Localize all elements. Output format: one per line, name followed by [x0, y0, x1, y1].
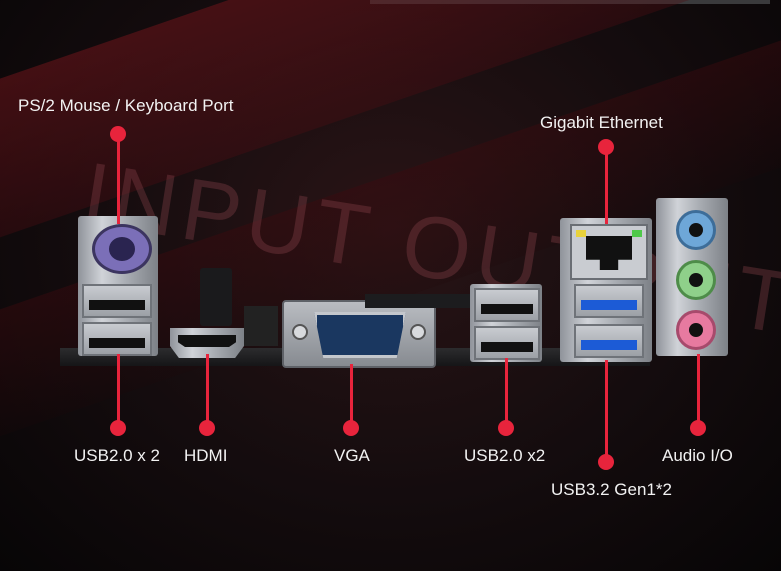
usb-port-icon	[474, 326, 540, 360]
callout-dot	[343, 420, 359, 436]
label-ps2: PS/2 Mouse / Keyboard Port	[18, 96, 234, 115]
usb3-port-icon	[574, 284, 644, 318]
label-usb2-left: USB2.0 x 2	[74, 446, 160, 465]
label-usb32: USB3.2 Gen1*2	[551, 480, 672, 499]
callout-dot	[598, 139, 614, 155]
audio-jack-icon	[676, 260, 716, 300]
callout-dot	[598, 454, 614, 470]
callout-line	[117, 136, 120, 224]
component-block	[244, 306, 278, 346]
label-hdmi: HDMI	[184, 446, 228, 465]
label-audio: Audio I/O	[662, 446, 733, 465]
usb3-port-icon	[574, 324, 644, 358]
audio-jack-icon	[676, 310, 716, 350]
lan-led-green	[632, 230, 642, 237]
callout-dot	[110, 420, 126, 436]
callout-line	[117, 354, 120, 424]
callout-line	[605, 150, 608, 224]
label-vga: VGA	[334, 446, 370, 465]
ps2-port-icon	[92, 224, 152, 274]
audio-jack-icon	[676, 210, 716, 250]
callout-dot	[498, 420, 514, 436]
callout-line	[605, 360, 608, 458]
label-ethernet: Gigabit Ethernet	[540, 113, 663, 132]
callout-dot	[690, 420, 706, 436]
label-usb2-mid: USB2.0 x2	[464, 446, 546, 465]
callout-dot	[199, 420, 215, 436]
callout-line	[206, 354, 209, 424]
callout-line	[697, 354, 700, 424]
lan-led-yellow	[576, 230, 586, 237]
callout-line	[350, 364, 353, 424]
usb-port-icon	[474, 288, 540, 322]
rj45-port-icon	[570, 224, 648, 280]
callout-dot	[110, 126, 126, 142]
component-block	[365, 294, 475, 308]
callout-line	[505, 358, 508, 424]
hdmi-bracket	[200, 268, 232, 326]
hdmi-port-icon	[170, 328, 244, 358]
vga-port-icon	[282, 300, 436, 368]
usb-port-icon	[82, 284, 152, 318]
usb-port-icon	[82, 322, 152, 356]
